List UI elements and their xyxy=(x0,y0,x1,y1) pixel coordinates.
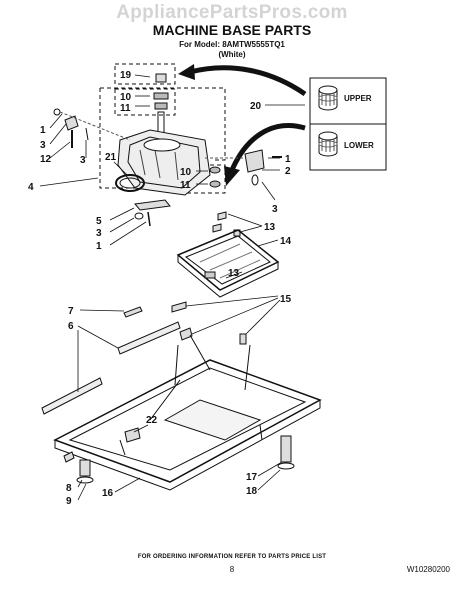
callout-3-left: 3 xyxy=(80,155,86,166)
upper-part-graphic xyxy=(318,85,338,111)
callout-1-right: 1 xyxy=(285,154,291,165)
callout-5: 5 xyxy=(96,216,102,227)
callout-11-lower: 11 xyxy=(180,180,191,191)
callout-12: 12 xyxy=(40,154,52,165)
callout-1-left: 1 xyxy=(40,125,46,136)
callout-2: 2 xyxy=(285,166,291,177)
left-small-parts xyxy=(53,108,131,148)
clips-13 xyxy=(212,211,241,237)
callout-8: 8 xyxy=(66,483,72,494)
clips-15 xyxy=(171,301,247,345)
callout-20: 20 xyxy=(250,101,262,112)
callout-18: 18 xyxy=(246,486,258,497)
part-19-frame xyxy=(114,63,176,85)
callout-9: 9 xyxy=(66,496,72,507)
callout-numbers: 19 10 11 1 3 12 3 21 4 20 1 2 3 10 11 5 … xyxy=(28,70,292,507)
machine-base-frame xyxy=(53,334,322,491)
callout-14: 14 xyxy=(280,236,292,247)
small-bracket-group xyxy=(134,199,171,227)
callout-6: 6 xyxy=(68,321,74,332)
callout-10-upper: 10 xyxy=(120,92,132,103)
upper-curved-arrow xyxy=(189,65,307,97)
callout-1-mid: 1 xyxy=(96,241,102,252)
leader-lines xyxy=(39,74,305,501)
rails-6-7 xyxy=(41,306,181,415)
callout-3-mid: 3 xyxy=(96,228,102,239)
color-line: (White) xyxy=(218,50,246,59)
page-title: MACHINE BASE PARTS xyxy=(152,22,312,38)
drive-assembly xyxy=(115,73,211,196)
callout-11-upper: 11 xyxy=(120,103,131,114)
upper-label: UPPER xyxy=(344,94,372,103)
page-number: 8 xyxy=(229,565,235,574)
callout-17: 17 xyxy=(246,472,258,483)
ordering-note: FOR ORDERING INFORMATION REFER TO PARTS … xyxy=(137,554,327,560)
callout-13-upper: 13 xyxy=(264,222,276,233)
lower-part-graphic xyxy=(318,131,338,157)
callout-2-left-ref: 3 xyxy=(40,140,46,151)
callout-16: 16 xyxy=(102,488,114,499)
right-small-parts xyxy=(205,149,282,186)
lower-label: LOWER xyxy=(344,141,374,150)
callout-4: 4 xyxy=(28,182,34,193)
callout-19: 19 xyxy=(120,70,132,81)
lower-nut-washer xyxy=(209,166,221,188)
lower-curved-arrow xyxy=(229,123,306,171)
callout-3-right: 3 xyxy=(272,204,278,215)
callout-21: 21 xyxy=(105,152,117,163)
callout-22: 22 xyxy=(146,415,158,426)
callout-15: 15 xyxy=(280,294,292,305)
document-part-code: W10280200 xyxy=(406,565,450,574)
callout-13-lower: 13 xyxy=(228,268,240,279)
callout-7: 7 xyxy=(68,306,74,317)
frame-14 xyxy=(176,229,280,298)
watermark: AppliancePartsPros.com xyxy=(116,2,348,23)
model-line: For Model: 8AMTW5555TQ1 xyxy=(179,40,285,49)
part-10-11-frame xyxy=(114,88,176,116)
callout-10-lower: 10 xyxy=(180,167,192,178)
